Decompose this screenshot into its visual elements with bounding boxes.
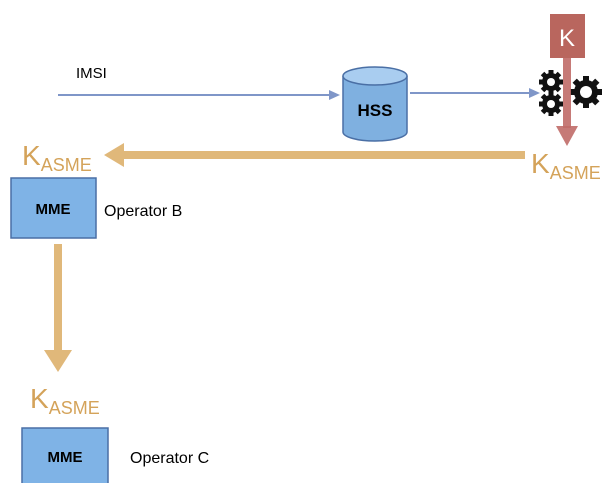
- hss-database: HSS: [342, 66, 408, 142]
- kasme-c-label: KASME: [30, 383, 100, 418]
- kasme-right-label: KASME: [531, 148, 601, 183]
- k-label: K: [559, 25, 575, 52]
- mme-c-label: MME: [48, 449, 83, 466]
- operator-b-label: Operator B: [104, 203, 182, 220]
- mme-operator-b: MME: [10, 177, 97, 239]
- imsi-arrow: [58, 90, 340, 100]
- database-icon: [342, 66, 408, 142]
- kasme-transfer-arrow-vertical: [44, 244, 72, 372]
- imsi-label: IMSI: [76, 65, 107, 82]
- kasme-transfer-arrow-horizontal: [104, 143, 525, 167]
- hss-label: HSS: [358, 101, 393, 120]
- hss-to-kdf-arrow: [410, 88, 540, 98]
- operator-c-label: Operator C: [130, 450, 209, 467]
- k-key-box: K: [550, 14, 585, 58]
- kasme-b-label: KASME: [22, 140, 92, 175]
- mme-b-label: MME: [36, 201, 71, 218]
- k-to-kasme-arrow: [556, 58, 578, 146]
- mme-operator-c: MME: [21, 427, 109, 483]
- gears-icon: [539, 70, 602, 116]
